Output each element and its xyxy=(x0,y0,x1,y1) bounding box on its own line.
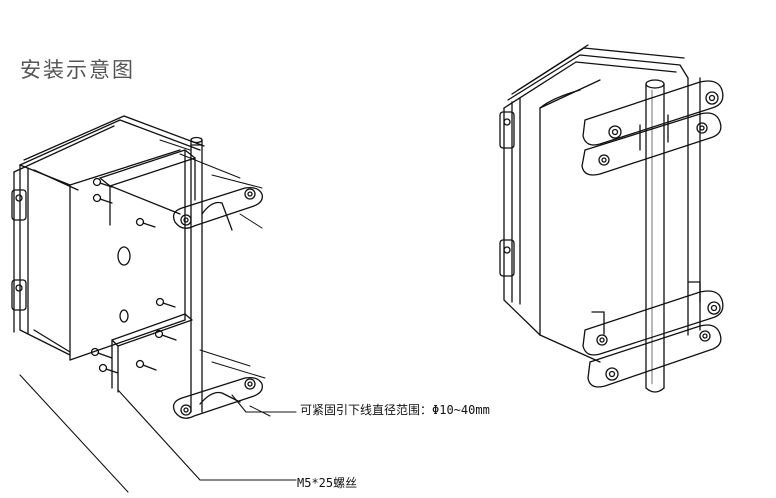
assembled-view xyxy=(499,44,724,393)
mounting-bracket-upper xyxy=(99,149,196,226)
mounting-bracket-lower xyxy=(111,313,193,393)
enclosure-box-left xyxy=(11,115,205,361)
bracket-assembled-upper xyxy=(581,80,724,176)
screws-left xyxy=(90,177,177,374)
pole-right xyxy=(645,79,665,393)
clamp-range-callout: 可紧固引下线直径范围：Φ10~40mm xyxy=(300,403,490,417)
alignment-lines xyxy=(159,139,271,417)
screw-spec-callout: M5*25螺丝 xyxy=(297,476,358,490)
bracket-assembled-lower xyxy=(582,281,724,388)
u-clamp-upper xyxy=(172,186,263,231)
pole-left xyxy=(190,136,203,413)
leader-lines xyxy=(19,374,297,493)
exploded-view xyxy=(11,115,271,419)
u-clamp-lower xyxy=(172,376,263,419)
diagram-title: 安装示意图 xyxy=(20,58,135,82)
